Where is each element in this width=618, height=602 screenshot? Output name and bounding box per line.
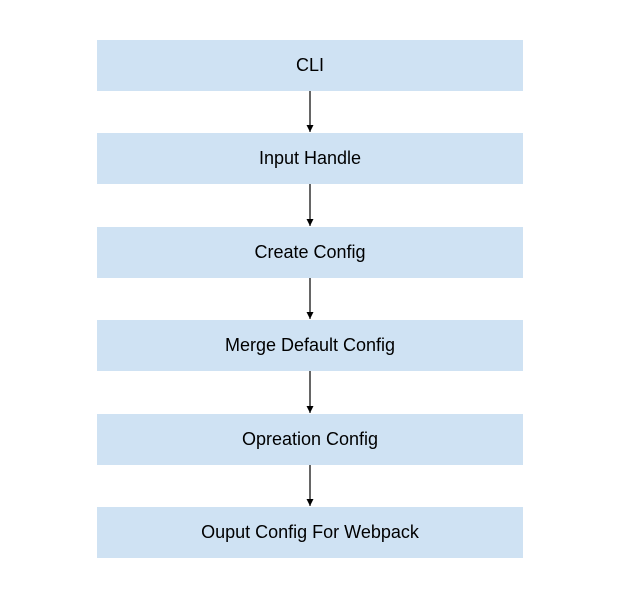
step-input-handle: Input Handle	[97, 133, 523, 184]
step-output-config: Ouput Config For Webpack	[97, 507, 523, 558]
step-label: Merge Default Config	[224, 335, 396, 355]
step-label: Create Config	[254, 242, 366, 262]
step-merge-default-config: Merge Default Config	[97, 320, 523, 371]
step-operation-config: Opreation Config	[97, 414, 523, 465]
step-label: CLI	[295, 55, 324, 75]
step-create-config: Create Config	[97, 227, 523, 278]
step-cli: CLI	[97, 40, 523, 91]
step-label: Opreation Config	[241, 429, 379, 449]
step-label: Ouput Config For Webpack	[201, 522, 419, 542]
step-label: Input Handle	[258, 148, 362, 168]
